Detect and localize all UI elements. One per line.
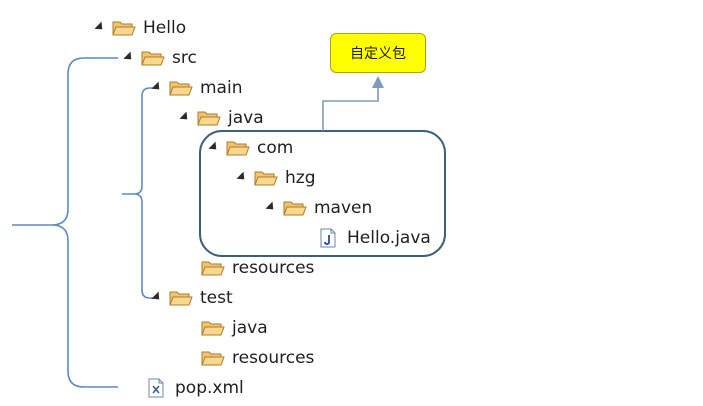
triangle-expanded-icon[interactable] [208,141,220,153]
folder-open-icon [201,321,225,336]
tree-item-test[interactable]: test [150,284,233,312]
custom-package-callout: 自定义包 [330,33,426,73]
tree-label: Hello.java [347,228,431,248]
tree-item-hzg[interactable]: hzg [235,164,316,192]
folder-open-icon [201,351,225,366]
tree-label: maven [314,198,373,218]
folder-open-icon [226,141,250,156]
tree-label: resources [232,348,315,368]
main-brace [122,87,158,299]
tree-item-hello-java[interactable]: Hello.java [316,224,431,252]
folder-open-icon [254,171,278,186]
tree-label: java [232,318,268,338]
tree-label: pop.xml [175,378,244,398]
tree-label: Hello [143,18,187,38]
callout-label: 自定义包 [350,46,406,62]
xml-file-icon [148,378,164,398]
tree-item-test-resources[interactable]: resources [201,344,314,372]
tree-label: src [172,48,197,68]
folder-open-icon [169,81,193,96]
callout-arrow-line [322,86,379,131]
tree-label: hzg [285,168,316,188]
tree-item-pom-xml[interactable]: pop.xml [144,374,244,402]
triangle-expanded-icon[interactable] [151,291,163,303]
tree-item-maven[interactable]: maven [264,194,372,222]
folder-open-icon [169,291,193,306]
triangle-expanded-icon[interactable] [236,171,248,183]
tree-item-src[interactable]: src [122,44,197,72]
folder-open-icon [197,111,221,126]
folder-open-icon [112,21,136,36]
tree-item-main-java[interactable]: java [178,104,264,132]
tree-label: java [228,108,264,128]
tree-item-hello[interactable]: Hello [93,14,186,42]
tree-label: resources [232,258,315,278]
tree-item-com[interactable]: com [207,134,293,162]
outer-brace [12,57,118,388]
callout-arrow-head [372,76,384,88]
java-file-icon [320,228,336,248]
triangle-expanded-icon[interactable] [123,51,135,63]
triangle-expanded-icon[interactable] [179,111,191,123]
folder-open-icon [283,201,307,216]
triangle-expanded-icon[interactable] [265,201,277,213]
tree-item-test-java[interactable]: java [201,314,268,342]
tree-label: com [257,138,294,158]
folder-open-icon [141,51,165,66]
triangle-expanded-icon[interactable] [151,81,163,93]
tree-item-main-resources[interactable]: resources [201,254,314,282]
folder-open-icon [201,261,225,276]
triangle-expanded-icon[interactable] [94,21,106,33]
tree-label: test [200,288,233,308]
tree-label: main [200,78,243,98]
tree-item-main[interactable]: main [150,74,242,102]
